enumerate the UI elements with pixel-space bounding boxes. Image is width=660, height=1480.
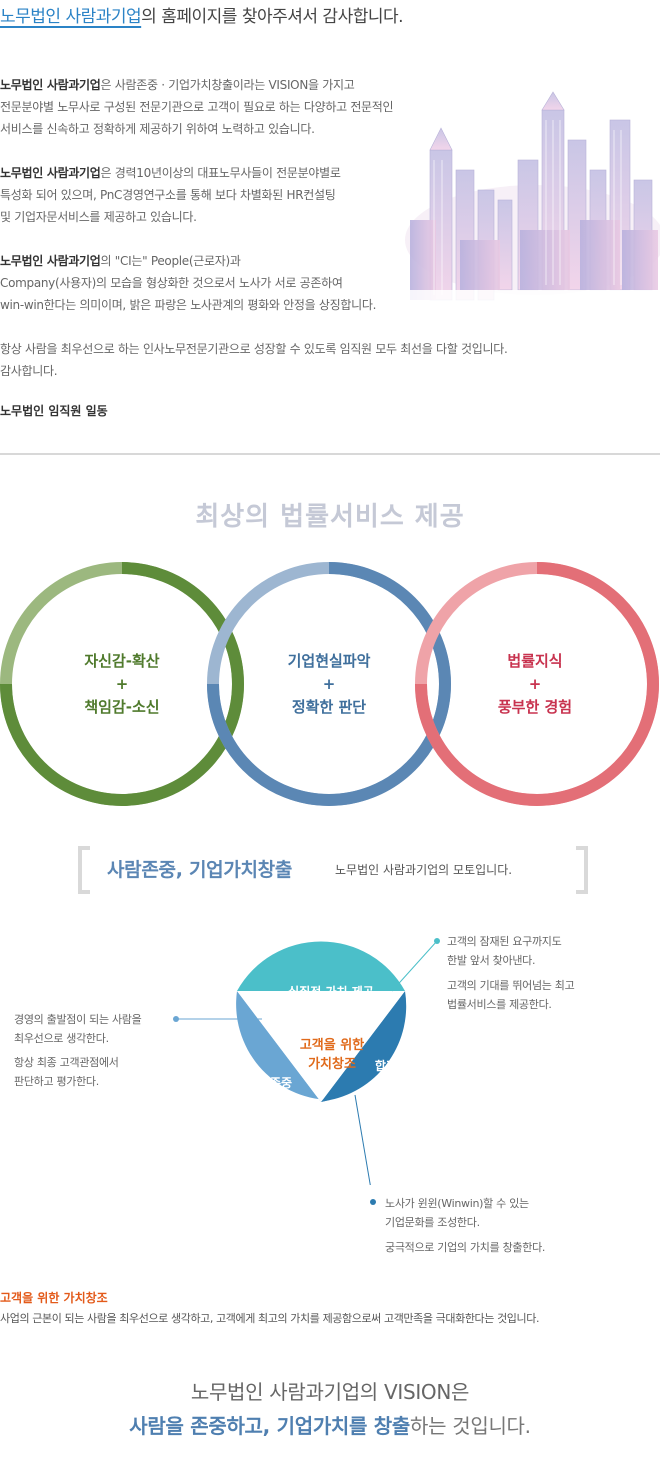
note-line: 법률서비스를 제공한다.: [447, 998, 552, 1011]
ring-2-arc: [207, 562, 451, 806]
intro-paragraph-2: 노무법인 사람과기업은 경력10년이상의 대표노무사들이 전문분야별로 특성화 …: [0, 162, 600, 228]
ring-2-text: 기업현실파악 + 정확한 판단: [209, 650, 449, 719]
segment-right-line1: 합리적인: [374, 1059, 420, 1073]
center-label: 고객을 위한 가치창조: [288, 1036, 376, 1074]
left-bracket: [78, 846, 90, 894]
leader-bottom: [354, 1094, 371, 1185]
brand-name: 노무법인 사람과기업: [0, 7, 142, 27]
note-line: 한발 앞서 찾아낸다.: [447, 954, 536, 967]
ring-3-line2: 풍부한 경험: [497, 698, 573, 716]
right-bracket: [576, 846, 588, 894]
brand-name: 노무법인 사람과기업: [0, 254, 101, 268]
center-triangle: [237, 991, 405, 1102]
value-diagram: [173, 938, 440, 1185]
motto-brackets: [78, 846, 588, 894]
note-line: 경영의 출발점이 되는 사람을: [14, 1013, 142, 1026]
dot-left: [173, 1016, 179, 1022]
segment-left: [236, 991, 330, 1102]
text: 및 기업자문서비스를 제공하고 있습니다.: [0, 210, 197, 224]
motto-main: 사람존중, 기업가치창출: [107, 859, 293, 881]
ring-3-plus: +: [528, 675, 542, 693]
text: 은 경력10년이상의 대표노무사들이 전문분야별로: [100, 166, 341, 180]
services-title: 최상의 법률서비스 제공: [195, 502, 465, 532]
ring-3-line1: 법률지식: [507, 652, 563, 670]
page-title: 노무법인 사람과기업의 홈페이지를 찾아주셔서 감사합니다.: [0, 2, 404, 27]
text: 감사합니다.: [0, 364, 58, 378]
leader-top-right: [391, 940, 438, 992]
title-rest: 의 홈페이지를 찾아주셔서 감사합니다.: [141, 7, 404, 27]
note-line: 고객의 기대를 뛰어넘는 최고: [447, 979, 575, 992]
note-left-1: 경영의 출발점이 되는 사람을 최우선으로 생각한다.: [14, 1010, 142, 1048]
note-line: 최우선으로 생각한다.: [14, 1032, 109, 1045]
motto-sub: 노무법인 사람과기업의 모토입니다.: [335, 863, 513, 877]
segment-right: [321, 991, 407, 1102]
ring-3-text: 법률지식 + 풍부한 경험: [415, 650, 655, 719]
note-top-right-2: 고객의 기대를 뛰어넘는 최고 법률서비스를 제공한다.: [447, 976, 575, 1014]
note-line: 궁극적으로 기업의 가치를 창출한다.: [385, 1241, 546, 1254]
vision-highlight: 사람을 존중하고, 기업가치를 창출: [129, 1414, 410, 1438]
text: 특성화 되어 있으며, PnC경영연구소를 통해 보다 차별화된 HR컨설팅: [0, 188, 336, 202]
note-left-2: 항상 최종 고객관점에서 판단하고 평가한다.: [14, 1053, 119, 1091]
segment-top-label: 실질적 가치 제공: [288, 985, 374, 999]
ring-1-arc: [0, 562, 244, 806]
vision-rest: 하는 것입니다.: [409, 1414, 531, 1438]
segment-right-line3: 형성: [385, 1093, 409, 1107]
center-line2: 가치창조: [308, 1057, 356, 1072]
note-line: 판단하고 평가한다.: [14, 1075, 99, 1088]
brand-name: 노무법인 사람과기업: [0, 78, 101, 92]
note-bottom-2: 궁극적으로 기업의 가치를 창출한다.: [385, 1238, 545, 1257]
note-line: 항상 최종 고객관점에서: [14, 1056, 119, 1069]
ring-3-arc: [415, 562, 659, 806]
center-line1: 고객을 위한: [299, 1038, 365, 1053]
note-line: 기업문화를 조성한다.: [385, 1216, 480, 1229]
intro-paragraph-3: 노무법인 사람과기업의 "CI는" People(근로자)과 Company(사…: [0, 250, 600, 316]
note-bottom-1: 노사가 윈윈(Winwin)할 수 있는 기업문화를 조성한다.: [385, 1194, 529, 1232]
note-line: 고객의 잠재된 요구까지도: [447, 935, 562, 948]
segment-right-label: 합리적인 노사문화 형성: [366, 1058, 428, 1109]
text: Company(사용자)의 모습을 형상화한 것으로서 노사가 서로 공존하여: [0, 276, 343, 290]
note-line: 노사가 윈윈(Winwin)할 수 있는: [385, 1197, 529, 1210]
ring-1-plus: +: [115, 675, 129, 693]
signature: 노무법인 임직원 일동: [0, 404, 108, 418]
intro-paragraph-4: 항상 사람을 최우선으로 하는 인사노무전문기관으로 성장할 수 있도록 임직원…: [0, 338, 600, 382]
section-divider: [0, 453, 660, 455]
text: 항상 사람을 최우선으로 하는 인사노무전문기관으로 성장할 수 있도록 임직원…: [0, 342, 508, 356]
service-rings: [0, 562, 659, 806]
summary-body: 사업의 근본이 되는 사람을 최우선으로 생각하고, 고객에게 최고의 가치를 …: [0, 1312, 540, 1325]
ring-1-line2: 책임감-소신: [84, 698, 160, 716]
vision-line-2: 사람을 존중하고, 기업가치를 창출하는 것입니다.: [0, 1410, 660, 1439]
dot-top-right: [434, 938, 440, 944]
segment-left-label: 사람존중: [247, 1076, 293, 1090]
brand-name: 노무법인 사람과기업: [0, 166, 101, 180]
text: win-win한다는 의미이며, 밝은 파랑은 노사관계의 평화와 안정을 상징…: [0, 298, 377, 312]
segment-right-line2: 노사문화: [374, 1076, 420, 1090]
city-skyline-illustration: [400, 91, 660, 350]
ring-2-line1: 기업현실파악: [287, 652, 371, 670]
summary-title: 고객을 위한 가치창조: [0, 1291, 108, 1305]
note-top-right-1: 고객의 잠재된 요구까지도 한발 앞서 찾아낸다.: [447, 932, 562, 970]
ring-1-line1: 자신감-확산: [84, 652, 160, 670]
vision-line-1: 노무법인 사람과기업의 VISION은: [190, 1380, 470, 1404]
text: 의 "CI는" People(근로자)과: [100, 254, 241, 268]
text: 은 사람존중 · 기업가치창출이라는 VISION을 가지고: [100, 78, 355, 92]
ring-2-line2: 정확한 판단: [291, 698, 367, 716]
ring-1-text: 자신감-확산 + 책임감-소신: [2, 650, 242, 719]
text: 서비스를 신속하고 정확하게 제공하기 위하여 노력하고 있습니다.: [0, 122, 315, 136]
ring-2-plus: +: [322, 675, 336, 693]
text: 전문분야별 노무사로 구성된 전문기관으로 고객이 필요로 하는 다양하고 전문…: [0, 100, 394, 114]
intro-paragraph-1: 노무법인 사람과기업은 사람존중 · 기업가치창출이라는 VISION을 가지고…: [0, 74, 600, 140]
dot-bottom: [370, 1199, 376, 1205]
segment-top: [237, 941, 405, 991]
